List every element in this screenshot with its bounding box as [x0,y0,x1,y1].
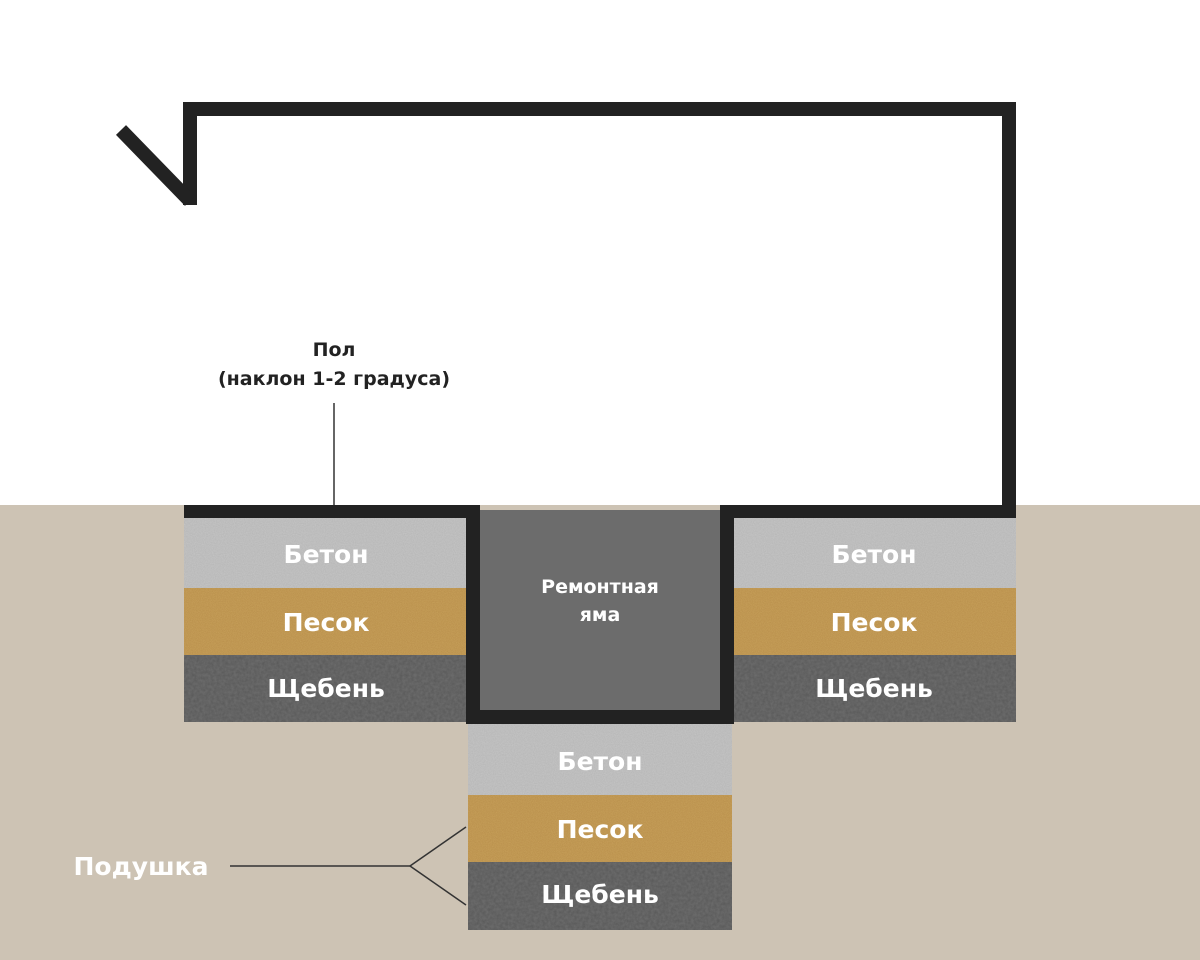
right-sand-label: Песок [831,608,918,637]
door-swing-line [115,125,196,206]
bottom-concrete-label: Бетон [558,747,643,776]
left-gravel-layer [184,655,468,722]
bottom-layer-stack [468,724,732,930]
cushion-label: Подушка [74,852,209,881]
left-layer-stack [184,518,468,722]
building-outline [183,102,1016,511]
floor-subtitle: (наклон 1-2 градуса) [218,368,450,390]
right-gravel-layer [732,655,1016,722]
right-sand-layer [732,588,1016,655]
right-concrete-layer [732,518,1016,588]
right-gravel-label: Щебень [815,674,933,703]
left-gravel-label: Щебень [267,674,385,703]
floor-left [184,505,476,518]
left-sand-layer [184,588,468,655]
bottom-gravel-label: Щебень [541,880,659,909]
floor-right [724,505,1016,518]
floor-title: Пол [313,339,356,361]
bottom-sand-layer [468,795,732,862]
repair-pit [475,510,725,717]
pit-label-line2: яма [580,604,621,626]
bottom-concrete-layer [468,724,732,795]
left-sand-label: Песок [283,608,370,637]
pit-label-line1: Ремонтная [541,576,659,598]
pit-walls [466,505,734,724]
cushion-leader [230,826,467,906]
bottom-gravel-layer [468,862,732,930]
right-layer-stack [732,518,1016,722]
left-concrete-label: Бетон [284,540,369,569]
left-concrete-layer [184,518,468,588]
bottom-sand-label: Песок [557,815,644,844]
right-concrete-label: Бетон [832,540,917,569]
